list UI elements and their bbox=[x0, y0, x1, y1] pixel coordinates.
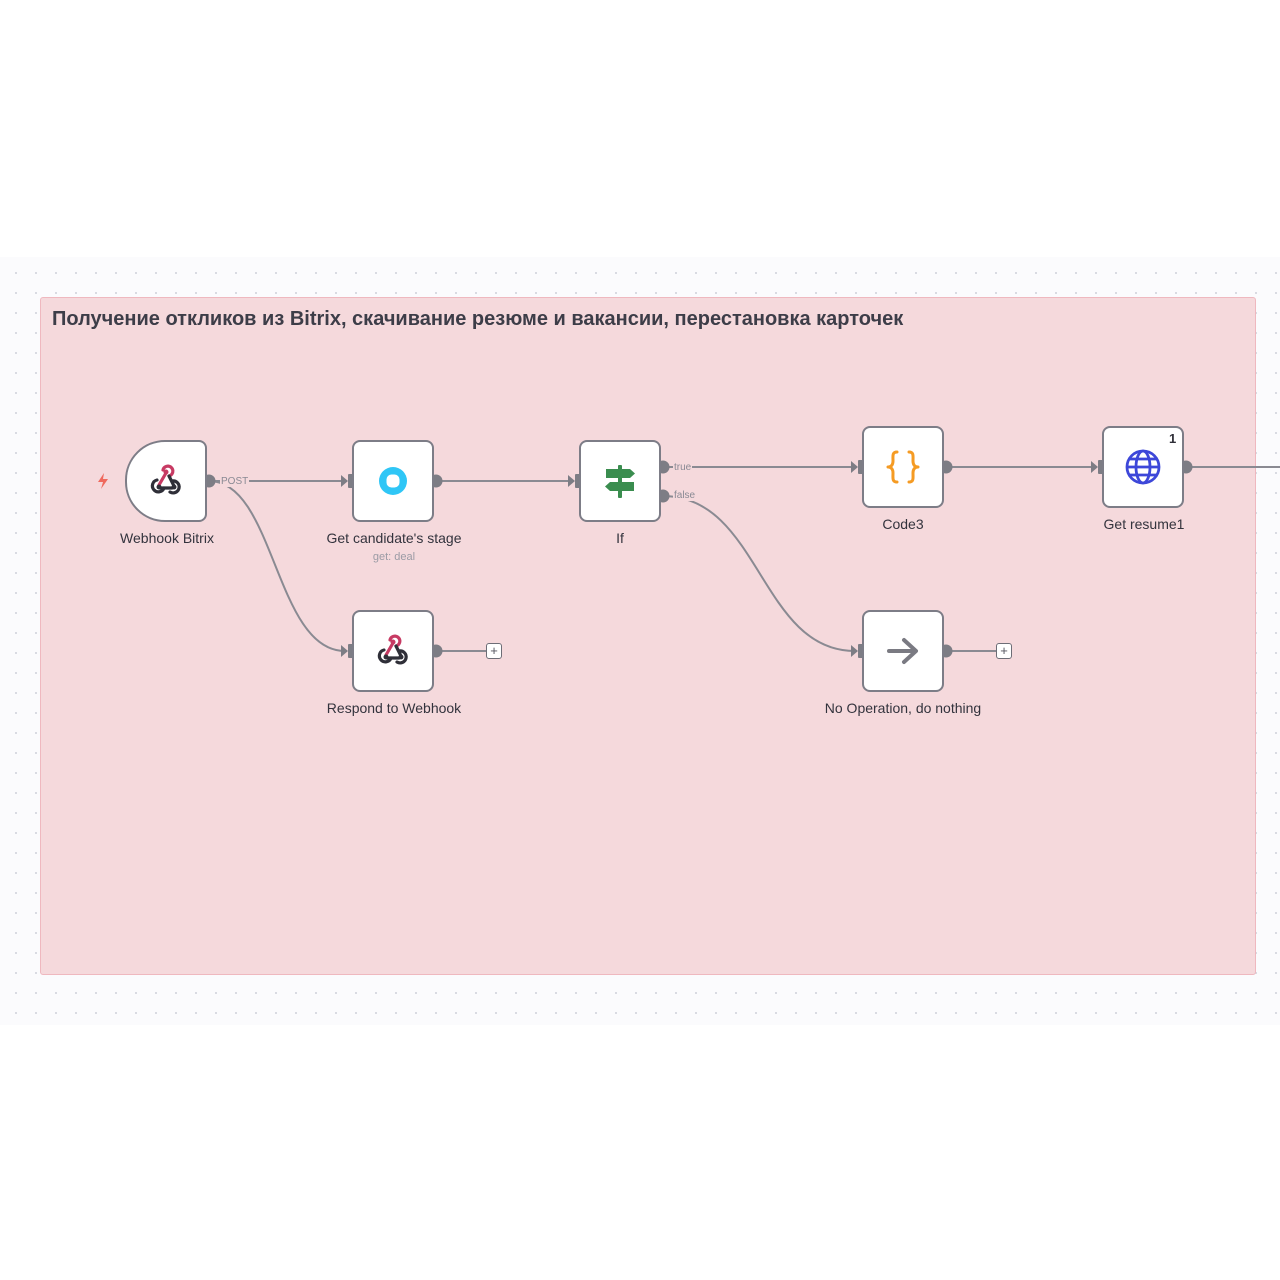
node-label-if: If bbox=[616, 530, 624, 546]
bitrix24-icon bbox=[379, 467, 407, 495]
node-subtitle-get-candidate-stage: get: deal bbox=[372, 551, 416, 563]
sticky-note-title: Получение откликов из Bitrix, скачивание… bbox=[52, 308, 904, 330]
globe-icon bbox=[1125, 449, 1161, 485]
run-count-badge: 1 bbox=[1169, 431, 1177, 446]
arrow-right-icon bbox=[887, 638, 918, 664]
node-get-resume1[interactable] bbox=[1102, 426, 1184, 508]
node-label-respond-to-webhook: Respond to Webhook bbox=[326, 700, 462, 716]
node-webhook-bitrix[interactable] bbox=[125, 440, 207, 522]
node-label-get-candidate-stage: Get candidate's stage bbox=[326, 530, 462, 546]
code-braces-icon bbox=[886, 450, 920, 484]
node-get-candidate-stage[interactable] bbox=[352, 440, 434, 522]
node-if[interactable] bbox=[579, 440, 661, 522]
sticky-note[interactable]: Получение откликов из Bitrix, скачивание… bbox=[40, 297, 1256, 975]
node-label-get-resume1: Get resume1 bbox=[1103, 516, 1185, 532]
node-code3[interactable] bbox=[862, 426, 944, 508]
edge-label-false: false bbox=[673, 490, 697, 501]
signpost-icon bbox=[605, 465, 635, 498]
node-label-no-operation: No Operation, do nothing bbox=[824, 700, 982, 716]
add-node-button[interactable]: + bbox=[996, 643, 1012, 659]
add-node-button[interactable]: + bbox=[486, 643, 502, 659]
node-label-code3: Code3 bbox=[882, 516, 924, 532]
trigger-bolt-icon bbox=[98, 473, 108, 489]
node-label-webhook-bitrix: Webhook Bitrix bbox=[120, 530, 214, 546]
webhook-icon bbox=[377, 634, 408, 665]
node-respond-to-webhook[interactable] bbox=[352, 610, 434, 692]
webhook-icon bbox=[150, 464, 181, 495]
edge-label-true: true bbox=[673, 462, 693, 473]
node-no-operation[interactable] bbox=[862, 610, 944, 692]
edge-label-post: POST bbox=[220, 476, 250, 487]
